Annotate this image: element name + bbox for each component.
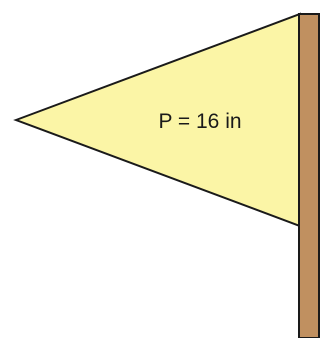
perimeter-label: P = 16 in [158,110,241,133]
flag-pole [298,13,320,338]
